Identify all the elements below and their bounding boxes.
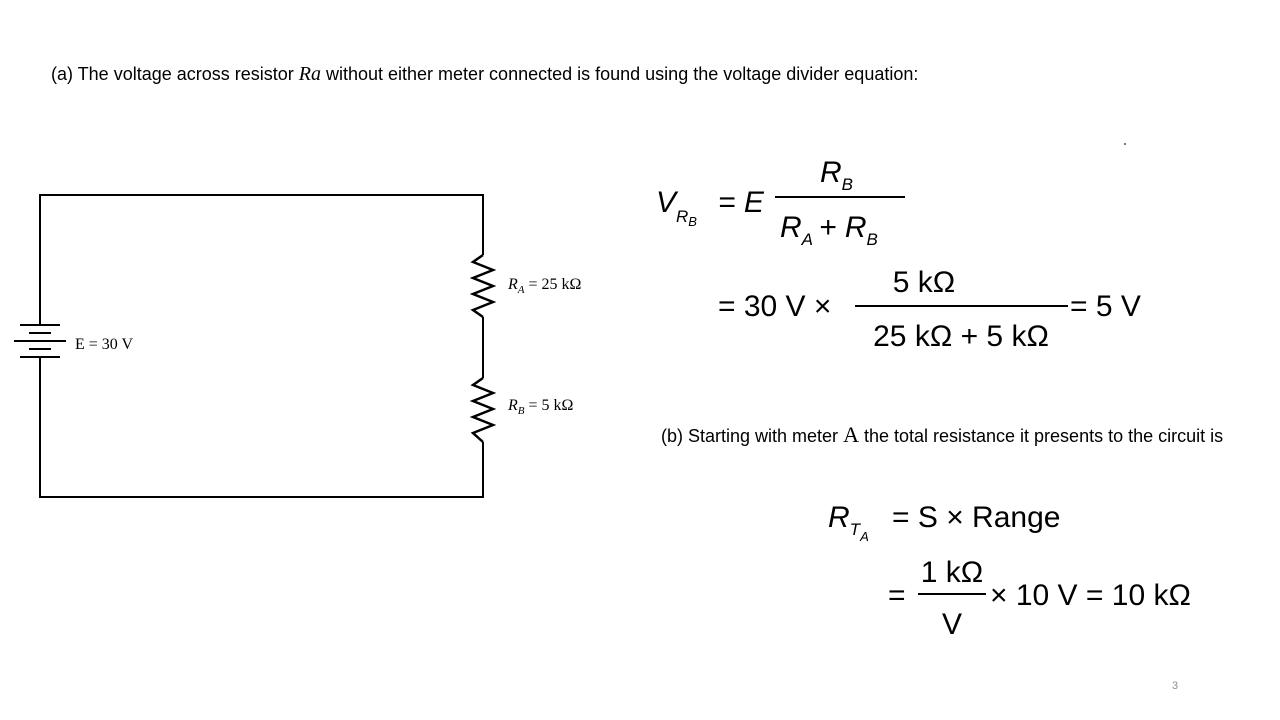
resistor-rb-icon (469, 376, 497, 443)
part-a-statement: (a) The voltage across resistor Ra witho… (51, 62, 918, 86)
eq2-rhs: = S × Range (892, 501, 1060, 534)
eq2-lhs: RTA (828, 501, 869, 544)
part-a-variable: Ra (298, 63, 321, 85)
part-b-tail: the total resistance it presents to the … (858, 426, 1224, 446)
eq1-line2-lhs: = 30 V × (718, 290, 831, 323)
resistor-ra-icon (469, 253, 497, 319)
eq1-denominator: RA+ RB (780, 211, 878, 249)
part-b-lead: (b) Starting with meter (661, 426, 844, 446)
wire-top (39, 194, 484, 325)
ra-label: RA = 25 kΩ (507, 276, 582, 296)
eq1-line2-numerator: 5 kΩ (893, 266, 955, 299)
eq1-line2-result: = 5 V (1070, 290, 1141, 323)
part-a-tail: without either meter connected is found … (320, 64, 919, 84)
eq2-line2-rest: × 10 V = 10 kΩ (990, 579, 1191, 612)
battery-icon (14, 324, 66, 358)
eq1-line2-denominator: 25 kΩ + 5 kΩ (873, 320, 1049, 353)
circuit-diagram: E = 30 V RA = 25 kΩ RB = 5 kΩ (14, 194, 582, 498)
meter-resistance-equation: RTA = S × Range = 1 kΩ V × 10 V = 10 kΩ (828, 501, 1191, 641)
eq2-line2-denominator: V (942, 608, 962, 641)
eq1-numerator: RB (820, 156, 853, 194)
source-label: E = 30 V (75, 336, 134, 353)
wire-bottom (39, 357, 484, 498)
eq2-line2-numerator: 1 kΩ (921, 556, 983, 589)
eq1-lhs: VRB (656, 186, 697, 229)
eq2-line2-equals: = (888, 579, 906, 612)
part-b-statement: (b) Starting with meter A the total resi… (661, 423, 1261, 448)
page-number: 3 (1172, 680, 1179, 692)
stray-mark (1124, 143, 1126, 145)
rb-label: RB = 5 kΩ (507, 397, 574, 417)
part-b-variable: A (843, 422, 859, 447)
eq1-equals-e: = E (718, 186, 765, 219)
voltage-divider-equation: VRB = E RB RA+ RB = 30 V × 5 kΩ 25 kΩ + … (656, 156, 1141, 353)
part-a-lead: (a) The voltage across resistor (51, 64, 299, 84)
